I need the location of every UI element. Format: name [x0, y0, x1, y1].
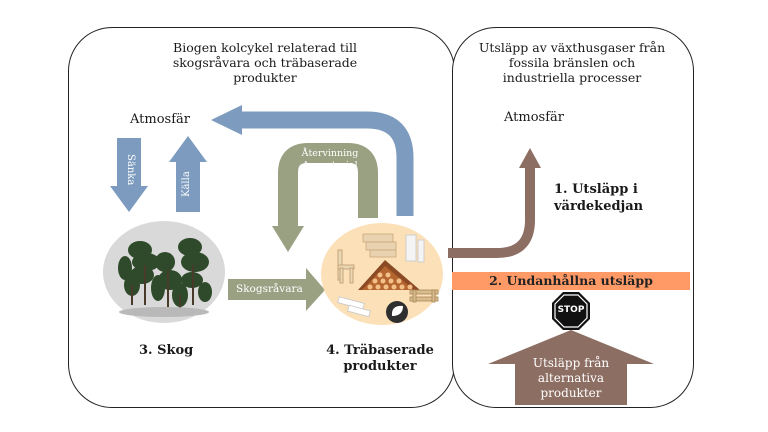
value-chain-arrow [448, 165, 535, 258]
source-arrow-head [169, 136, 207, 162]
right-atmosphere-label: Atmosfär [504, 110, 564, 125]
recycling-arrow-head [272, 226, 304, 252]
raw-material-arrow-body [228, 279, 308, 300]
chair-icon [337, 249, 355, 284]
avoided-emissions-label: 2. Undanhållna utsläpp [489, 273, 653, 288]
recycling-arrow [278, 143, 378, 228]
source-label: Källa [181, 171, 192, 197]
products-label: 4. Träbaserade produkter [326, 343, 434, 374]
sink-arrow-head [110, 186, 148, 212]
paper-rolls [405, 234, 425, 263]
recycle-leaf-icon [386, 301, 408, 323]
tree-icon [118, 238, 212, 307]
forest-illustration [103, 221, 225, 323]
recycling-label: Återvinning Av material [301, 148, 359, 171]
stop-sign-icon [552, 292, 590, 330]
forest-label: 3. Skog [139, 343, 194, 358]
emission-arrow-to-atmosphere [240, 111, 414, 216]
raw-material-arrow-head [306, 268, 325, 311]
raw-material-label: Skogsråvara [236, 283, 303, 295]
alternative-products-arrow [488, 330, 654, 405]
products-illustration [321, 223, 443, 325]
right-panel-title: Utsläpp av växthusgaser från fossila brä… [478, 40, 666, 85]
alternative-products-label: Utsläpp från alternativa produkter [532, 356, 610, 400]
emission-arrow-head [211, 105, 242, 135]
paper-tubes [337, 296, 371, 318]
pallet [409, 289, 439, 303]
value-chain-arrow-head [519, 148, 541, 168]
source-arrow-body [176, 160, 200, 212]
left-panel-title: Biogen kolcykel relaterad till skogsråva… [172, 40, 358, 85]
biogenic-cycle-panel [68, 27, 455, 408]
avoided-emissions-band [452, 272, 690, 290]
left-atmosphere-label: Atmosfär [130, 112, 190, 127]
sink-label: Sänka [125, 154, 136, 186]
lumber-pile-icon [358, 260, 420, 290]
wood-boards [362, 233, 397, 258]
stop-sign-text: STOP [557, 305, 585, 315]
sink-arrow-body [117, 138, 141, 188]
value-chain-label: 1. Utsläpp i värdekedjan [554, 182, 644, 214]
